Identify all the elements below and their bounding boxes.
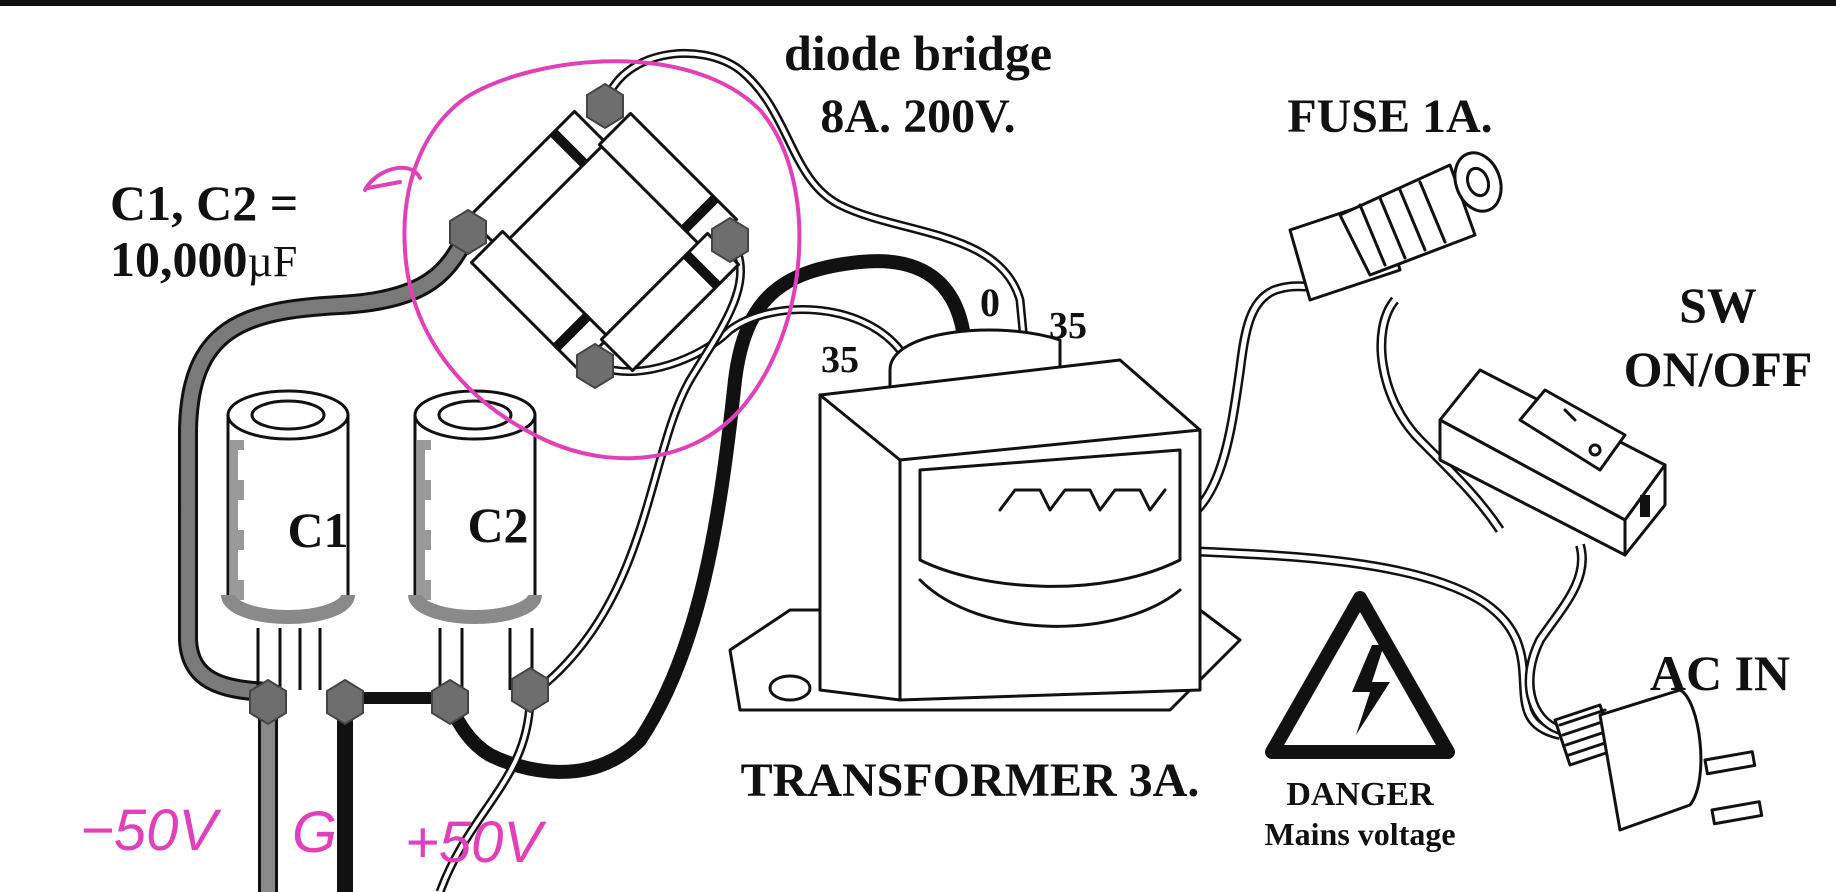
positive-voltage-label: +50V (405, 810, 547, 875)
diode-bridge-rating: 8A. 200V. (820, 90, 1015, 143)
diode-top-left (466, 109, 608, 251)
node-ground (326, 678, 364, 726)
tap-right-label: 35 (1049, 305, 1087, 347)
capacitor-c1: C1 (221, 389, 355, 624)
mount-hole-left (768, 674, 812, 702)
negative-voltage-label: −50V (80, 798, 222, 863)
node-c2-positive (511, 666, 549, 714)
diode-bridge (449, 82, 749, 390)
ground-label: G (292, 800, 337, 865)
bridge-node-right (711, 216, 749, 264)
top-border (0, 0, 1836, 6)
transformer-label: TRANSFORMER 3A. (741, 754, 1200, 807)
capacitor-spec-line1: C1, C2 = (110, 175, 298, 231)
negative-wire-gray (178, 222, 478, 702)
danger-label: DANGER (1286, 776, 1434, 813)
switch-label: SW (1679, 277, 1757, 333)
node-c1-negative (249, 678, 287, 726)
wires (178, 48, 1587, 892)
cap1-label: C1 (287, 502, 348, 558)
danger-sub-label: Mains voltage (1264, 816, 1455, 852)
primary-wires (1068, 280, 1587, 740)
capacitor-leads (256, 628, 534, 690)
lightning-bolt-icon (1352, 645, 1390, 735)
node-c2-negative (431, 678, 469, 726)
cap2-label: C2 (467, 497, 528, 553)
high-voltage-warning-icon (1265, 591, 1455, 759)
ac-in-label: AC IN (1650, 645, 1790, 701)
transformer (728, 328, 1242, 712)
bridge-node-top (586, 82, 624, 130)
rocker-switch (1438, 368, 1667, 557)
fuse-label: FUSE 1A. (1287, 90, 1492, 143)
positive-wire (529, 235, 745, 695)
fuse-holder (1288, 151, 1503, 302)
diode-bridge-title: diode bridge (784, 25, 1052, 81)
tap-zero-label: 0 (980, 280, 1000, 325)
power-plug-icon (1553, 688, 1764, 832)
capacitor-spec-line2: 10,000µF (110, 231, 297, 287)
capacitor-c2: C2 (408, 389, 542, 624)
switch-state-label: ON/OFF (1624, 341, 1813, 397)
bridge-bottom-to-tap-wire (603, 305, 904, 376)
bridge-top-to-tap-wire (600, 48, 1030, 353)
capacitor-nodes (249, 666, 549, 726)
tap-left-label: 35 (821, 339, 859, 381)
hand-annotation-circle (363, 59, 802, 461)
bridge-node-bottom (576, 342, 614, 390)
bridge-node-left (449, 208, 487, 256)
center-tap-wire-black (440, 254, 972, 779)
